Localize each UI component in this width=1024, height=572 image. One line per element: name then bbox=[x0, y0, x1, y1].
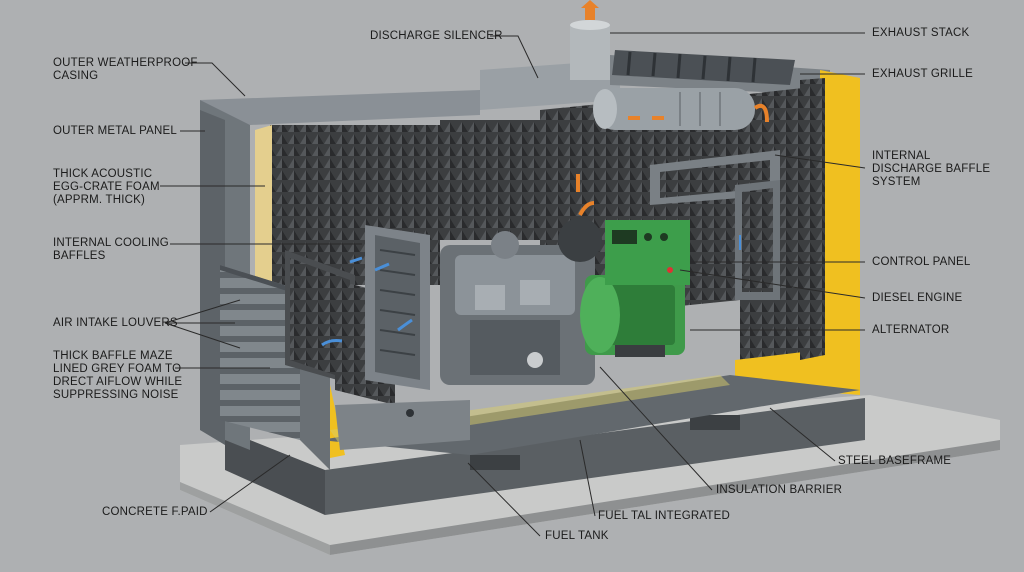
label-internal-discharge-baffle: INTERNAL DISCHARGE BAFFLE SYSTEM bbox=[872, 150, 991, 188]
airflow-arrows bbox=[321, 103, 769, 347]
label-outer-metal-panel: OUTER METAL PANEL bbox=[53, 125, 177, 137]
radiator bbox=[365, 225, 430, 390]
discharge-silencer bbox=[593, 88, 755, 130]
label-steel-baseframe: STEEL BASEFRAME bbox=[838, 455, 952, 467]
exhaust-grille bbox=[612, 50, 795, 85]
diesel-engine bbox=[440, 218, 602, 385]
label-baffle-maze: THICK BAFFLE MAZE LINED GREY FOAM TO DRE… bbox=[53, 350, 183, 401]
label-diesel-engine: DIESEL ENGINE bbox=[872, 292, 963, 304]
label-control-panel: CONTROL PANEL bbox=[872, 256, 971, 268]
label-exhaust-stack: EXHAUST STACK bbox=[872, 27, 970, 39]
label-fuel-tal-integrated: FUEL TAL INTEGRATED bbox=[598, 510, 731, 522]
steel-baseframe bbox=[225, 398, 865, 515]
label-internal-cooling-baffles: INTERNAL COOLING BAFFLES bbox=[53, 237, 169, 262]
label-insulation-barrier: INSULATION BARRIER bbox=[716, 484, 843, 496]
label-concrete-pad: CONCRETE F.PAID bbox=[102, 506, 208, 518]
label-discharge-silencer: DISCHARGE SILENCER bbox=[370, 30, 503, 42]
leader-lines bbox=[160, 32, 866, 537]
label-fuel-tank: FUEL TANK bbox=[545, 530, 609, 542]
label-alternator: ALTERNATOR bbox=[872, 324, 950, 336]
label-outer-weatherproof-casing: OUTER WEATHERPROOF CASING bbox=[53, 57, 198, 82]
exhaust-stack bbox=[570, 0, 610, 80]
discharge-baffle bbox=[650, 150, 780, 300]
label-egg-crate-foam: THICK ACOUSTIC EGG-CRATE FOAM (APPRM. TH… bbox=[53, 168, 160, 206]
label-exhaust-grille: EXHAUST GRILLE bbox=[872, 68, 974, 80]
label-air-intake-louvers: AIR INTAKE LOUVERS bbox=[53, 317, 178, 329]
alternator bbox=[580, 275, 685, 357]
fuel-tank bbox=[335, 400, 470, 450]
control-panel bbox=[605, 220, 690, 285]
